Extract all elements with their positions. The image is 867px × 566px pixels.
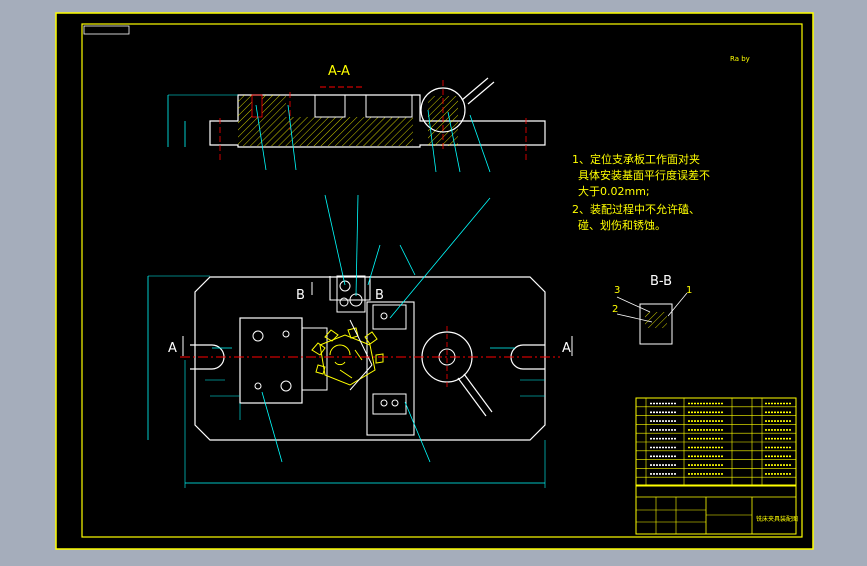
- technical-notes: 1、定位支承板工作面对夹 具体安装基面平行度误差不 大于0.02mm; 2、装配…: [572, 152, 710, 232]
- bom-table: [635, 397, 797, 487]
- section-bb-title: B-B: [650, 274, 672, 289]
- view-marker-b-right: B: [375, 288, 384, 303]
- note-line-4: 2、装配过程中不允许磕、: [572, 202, 700, 216]
- title-block: 铣床夹具装配图: [635, 484, 798, 535]
- drawing-title: 铣床夹具装配图: [756, 515, 798, 523]
- view-marker-a-left: A: [168, 341, 177, 356]
- note-line-3: 大于0.02mm;: [578, 184, 650, 198]
- note-line-5: 碰、划伤和锈蚀。: [578, 218, 666, 232]
- view-marker-a-right: A: [562, 341, 571, 356]
- section-aa-view: A-A: [167, 64, 546, 173]
- section-bb-view: B-B 3 2 1: [612, 274, 692, 345]
- plan-view: A A B B: [147, 194, 573, 488]
- bb-callout-2: 2: [612, 304, 618, 315]
- inner-frame: [81, 23, 803, 538]
- surface-finish-mark: Ra by: [730, 55, 750, 63]
- note-line-1: 1、定位支承板工作面对夹: [572, 152, 700, 166]
- bb-callout-1: 1: [686, 285, 692, 296]
- view-marker-b-left: B: [296, 288, 305, 303]
- note-line-2: 具体安装基面平行度误差不: [578, 168, 710, 182]
- section-aa-title: A-A: [328, 64, 350, 79]
- outer-frame: [55, 12, 814, 550]
- code-box: [83, 25, 130, 35]
- bb-callout-3: 3: [614, 285, 620, 296]
